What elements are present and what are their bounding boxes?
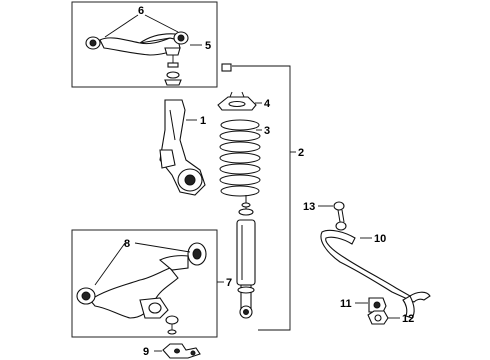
lower-control-arm xyxy=(76,242,207,335)
upper-control-arm xyxy=(85,31,189,86)
leader-8a xyxy=(94,242,126,286)
callout-1: 1 xyxy=(200,115,206,127)
stabilizer-bracket xyxy=(162,343,201,359)
callout-12: 12 xyxy=(402,313,414,325)
callout-3: 3 xyxy=(264,125,270,137)
callout-7: 7 xyxy=(226,277,232,289)
upper-spring-mount xyxy=(217,63,257,111)
bracket-2 xyxy=(232,65,291,331)
callout-9: 9 xyxy=(143,346,149,358)
callout-2: 2 xyxy=(298,147,304,159)
callout-11: 11 xyxy=(340,298,352,310)
upper-arm-box xyxy=(71,1,218,88)
stabilizer-link xyxy=(333,201,347,231)
steering-knuckle xyxy=(159,99,206,196)
leader-6b xyxy=(144,14,179,33)
lower-arm-box xyxy=(71,229,218,338)
callout-5: 5 xyxy=(205,40,211,52)
callout-8: 8 xyxy=(124,238,130,250)
bushing-bracket xyxy=(367,310,389,325)
callout-6: 6 xyxy=(138,5,144,17)
callout-4: 4 xyxy=(264,98,271,110)
shock-absorber xyxy=(236,195,256,319)
leader-6a xyxy=(104,14,139,38)
leader-8b xyxy=(134,242,191,253)
callout-13: 13 xyxy=(303,201,315,213)
callout-10: 10 xyxy=(374,233,386,245)
coil-spring xyxy=(219,119,261,197)
stabilizer-bar xyxy=(320,229,431,319)
stabilizer-bushing xyxy=(368,297,387,313)
